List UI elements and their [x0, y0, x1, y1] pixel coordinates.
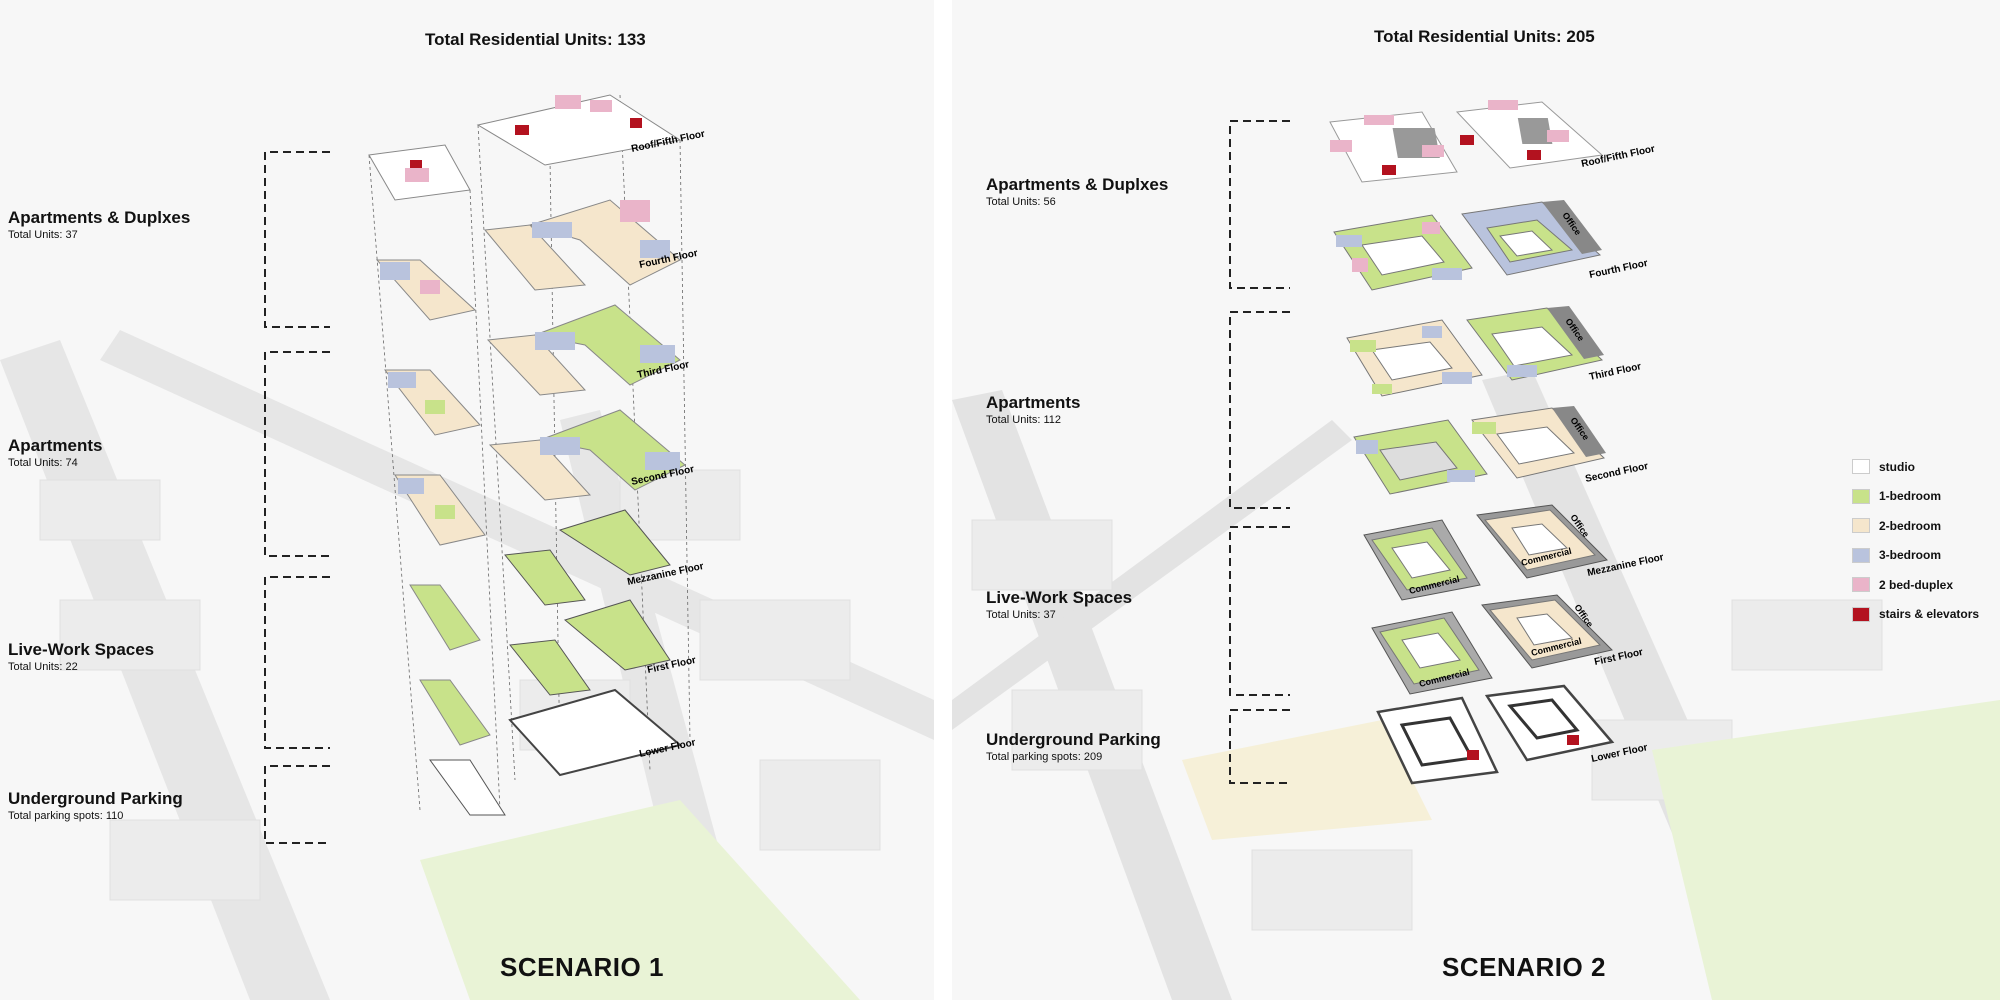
legend-item-1-bedroom: 1-bedroom — [1852, 482, 1992, 512]
legend-item-2-bedroom: 2-bedroom — [1852, 511, 1992, 541]
legend-swatch — [1852, 488, 1870, 504]
scenario-1-panel: Total Residential Units: 133 — [0, 0, 934, 1000]
section-name: Live-Work Spaces — [8, 640, 155, 659]
section-apartments: Apartments Total Units: 112 — [986, 393, 1080, 426]
section-units: Total Units: 37 — [986, 609, 1056, 621]
section-name: Apartments — [986, 393, 1081, 412]
section-units: Total parking spots: 110 — [8, 810, 124, 822]
total-units-heading: Total Residential Units: 133 — [425, 30, 646, 49]
scenario-label: SCENARIO 1 — [500, 952, 664, 982]
legend-item-3-bedroom: 3-bedroom — [1852, 541, 1992, 571]
legend-swatch — [1852, 518, 1870, 534]
section-name: Apartments — [8, 436, 103, 455]
section-live-work: Live-Work Spaces Total Units: 37 — [986, 588, 1132, 621]
legend-swatch — [1852, 547, 1870, 563]
section-units: Total parking spots: 209 — [986, 751, 1103, 763]
legend-label: 2 bed-duplex — [1879, 577, 1954, 592]
legend-label: 1-bedroom — [1879, 489, 1942, 504]
section-name: Apartments & Duplxes — [986, 175, 1169, 194]
section-underground-parking: Underground Parking Total parking spots:… — [986, 730, 1161, 763]
legend-item-stairs-elevators: stairs & elevators — [1852, 600, 1992, 630]
section-apartments-duplexes: Apartments & Duplxes Total Units: 56 — [986, 175, 1168, 208]
legend-swatch — [1852, 459, 1870, 475]
section-units: Total Units: 22 — [8, 661, 78, 673]
legend-label: 2-bedroom — [1879, 518, 1942, 533]
section-apartments: Apartments Total Units: 74 — [8, 436, 102, 469]
city-context-background — [952, 0, 2000, 1000]
section-name: Underground Parking — [8, 789, 183, 808]
legend-swatch — [1852, 606, 1870, 622]
legend-label: stairs & elevators — [1879, 607, 1980, 622]
legend-item-2-bed-duplex: 2 bed-duplex — [1852, 570, 1992, 600]
section-units: Total Units: 112 — [986, 414, 1062, 426]
scenario-2-panel: Total Residential Units: 205 — [952, 0, 2000, 1000]
section-name: Underground Parking — [986, 730, 1161, 749]
unit-type-legend: studio 1-bedroom 2-bedroom 3-bedroom 2 b… — [1852, 452, 1992, 629]
city-context-background — [0, 0, 934, 1000]
total-units-heading: Total Residential Units: 205 — [1374, 27, 1595, 46]
section-apartments-duplexes: Apartments & Duplxes Total Units: 37 — [8, 208, 190, 241]
legend-item-studio: studio — [1852, 452, 1992, 482]
panel-divider — [934, 0, 952, 1000]
legend-label: 3-bedroom — [1879, 548, 1942, 563]
legend-swatch — [1852, 577, 1870, 593]
section-underground-parking: Underground Parking Total parking spots:… — [8, 789, 183, 822]
legend-label: studio — [1879, 459, 1915, 474]
scenario-label: SCENARIO 2 — [1442, 952, 1606, 982]
section-name: Live-Work Spaces — [986, 588, 1133, 607]
section-units: Total Units: 37 — [8, 229, 78, 241]
section-units: Total Units: 56 — [986, 196, 1056, 208]
section-units: Total Units: 74 — [8, 457, 78, 469]
section-live-work: Live-Work Spaces Total Units: 22 — [8, 640, 154, 673]
section-name: Apartments & Duplxes — [8, 208, 191, 227]
